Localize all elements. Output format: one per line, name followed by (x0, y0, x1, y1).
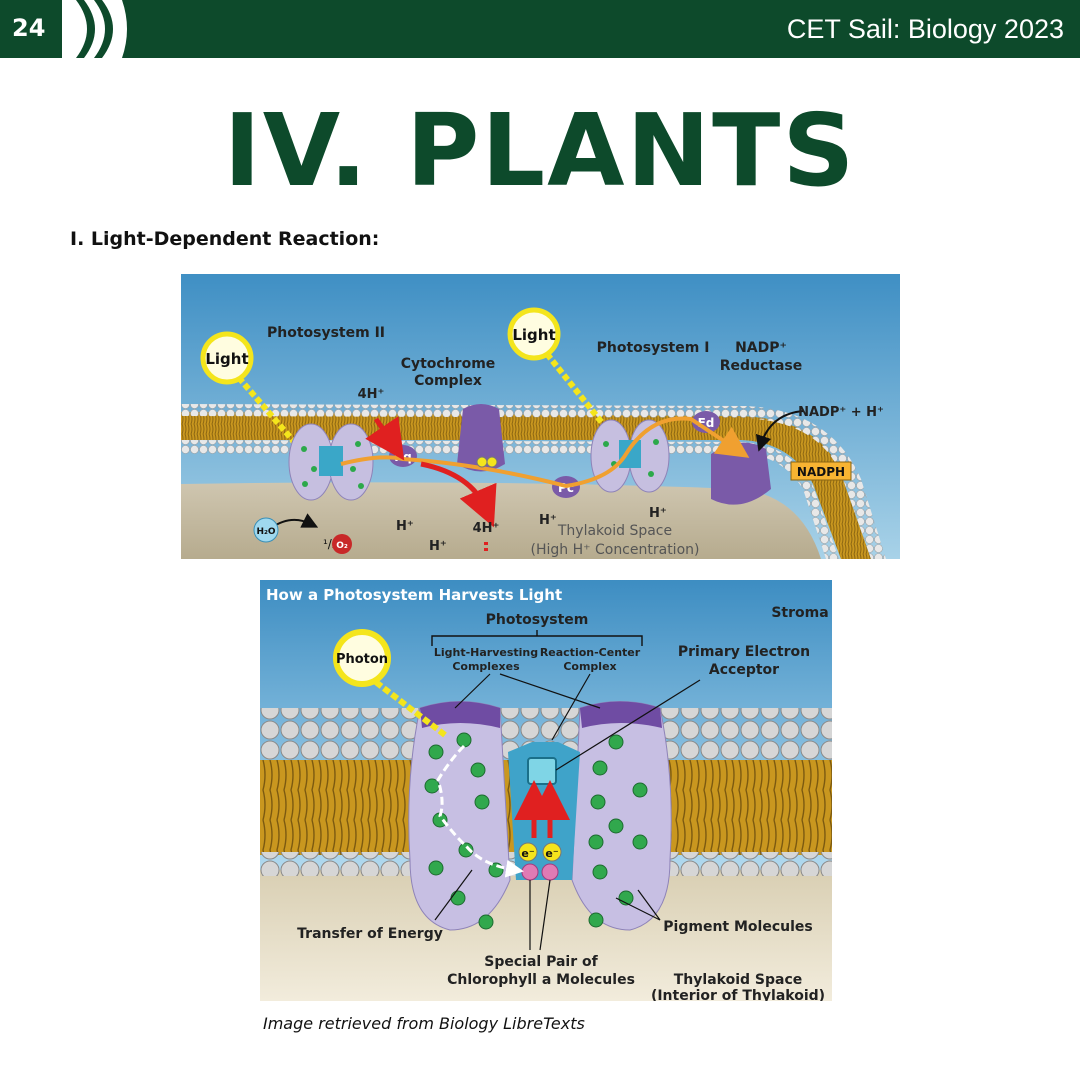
transfer-energy-label: Transfer of Energy (297, 926, 443, 942)
lhc-label-2: Complexes (452, 660, 520, 673)
photosystem-i-label: Photosystem I (597, 340, 710, 356)
h-plus-4: H⁺ (649, 506, 667, 521)
primary-acceptor-label-2: Acceptor (709, 662, 779, 678)
o2-label: O₂ (336, 541, 348, 551)
cytochrome-label-2: Complex (414, 373, 482, 389)
primary-acceptor-label-1: Primary Electron (678, 644, 810, 660)
page-number: 24 (12, 14, 46, 42)
photosystem-harvest-diagram: How a Photosystem Harvests Light e⁻ e⁻ P… (260, 580, 832, 1001)
figure-caption: Image retrieved from Biology LibreTexts (263, 1014, 585, 1033)
h-plus-2: H⁺ (429, 539, 447, 554)
nadp-reductase-label-1: NADP⁺ (735, 340, 787, 356)
nadp-reductase-label-2: Reductase (720, 358, 803, 374)
header-bar (0, 0, 1080, 58)
stroma-label: Stroma (771, 605, 828, 621)
electron-2: e⁻ (545, 847, 558, 860)
h-plus-3: H⁺ (539, 513, 557, 528)
special-pair-label-2: Chlorophyll a Molecules (447, 972, 635, 988)
light-label-2: Light (512, 326, 555, 344)
cytochrome-label-1: Cytochrome (401, 356, 496, 372)
rcc-label-2: Complex (563, 660, 616, 673)
photosystem-label: Photosystem (486, 612, 589, 628)
light-dependent-reaction-diagram: Light Light Pq Pc Fd NADPH H₂O ¹/₂ O₂ (181, 274, 900, 559)
h2o-label: H₂O (256, 527, 275, 537)
lhc-label-1: Light-Harvesting (434, 646, 538, 659)
thylakoid-space-label-a: Thylakoid Space (674, 972, 802, 988)
header-title: CET Sail: Biology 2023 (786, 14, 1064, 44)
four-h-top: 4H⁺ (358, 387, 385, 402)
header-decoration (62, 0, 127, 58)
nadph-label: NADPH (797, 465, 845, 479)
special-pair-label-1: Special Pair of (484, 954, 598, 970)
thylakoid-space-label-2: (High H⁺ Concentration) (531, 542, 700, 558)
electron-1: e⁻ (521, 847, 534, 860)
rcc-label-1: Reaction-Center (540, 646, 641, 659)
chapter-title: IV. PLANTS (223, 92, 857, 209)
fig2-title: How a Photosystem Harvests Light (266, 586, 562, 604)
photon-label: Photon (336, 652, 388, 667)
section-heading: I. Light-Dependent Reaction: (70, 228, 380, 250)
h-plus-1: H⁺ (396, 519, 414, 534)
pigment-molecules-label: Pigment Molecules (663, 919, 812, 935)
photosystem-ii-label: Photosystem II (267, 325, 385, 341)
thylakoid-space-label-b: (Interior of Thylakoid) (651, 988, 825, 1001)
four-h-bottom: 4H⁺ (473, 521, 500, 536)
light-label-1: Light (205, 350, 248, 368)
thylakoid-space-label-1: Thylakoid Space (557, 523, 672, 539)
nadp-plus-h-label: NADP⁺ + H⁺ (798, 405, 884, 420)
